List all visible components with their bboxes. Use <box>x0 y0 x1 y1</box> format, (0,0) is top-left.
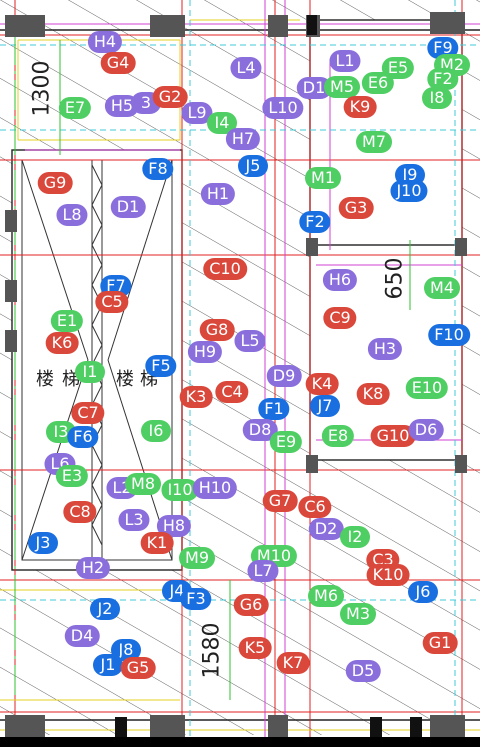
dimension-1300: 1300 <box>29 60 55 117</box>
marker-g6[interactable]: G6 <box>233 594 269 616</box>
marker-h6[interactable]: H6 <box>322 269 358 291</box>
marker-k3[interactable]: K3 <box>179 386 213 408</box>
marker-k9[interactable]: K9 <box>343 96 377 118</box>
marker-j1[interactable]: J1 <box>93 654 123 676</box>
marker-c9[interactable]: C9 <box>323 307 357 329</box>
stair-label: 楼 <box>36 369 54 390</box>
marker-f5[interactable]: F5 <box>145 355 177 377</box>
marker-g2[interactable]: G2 <box>152 86 188 108</box>
marker-f2[interactable]: F2 <box>427 68 459 90</box>
marker-h9[interactable]: H9 <box>187 341 223 363</box>
marker-k10[interactable]: K10 <box>366 564 410 586</box>
marker-m3[interactable]: M3 <box>340 603 376 625</box>
marker-m7[interactable]: M7 <box>356 131 392 153</box>
marker-j6[interactable]: J6 <box>408 581 438 603</box>
marker-l1[interactable]: L1 <box>329 50 361 72</box>
marker-e7[interactable]: E7 <box>58 97 92 119</box>
marker-m8[interactable]: M8 <box>125 473 161 495</box>
marker-l5[interactable]: L5 <box>234 330 266 352</box>
marker-c6[interactable]: C6 <box>298 496 332 518</box>
marker-d6[interactable]: D6 <box>408 419 444 441</box>
marker-h2[interactable]: H2 <box>75 557 111 579</box>
marker-i10[interactable]: I10 <box>161 479 199 501</box>
marker-e10[interactable]: E10 <box>405 377 449 399</box>
marker-l3[interactable]: L3 <box>118 509 150 531</box>
marker-l7[interactable]: L7 <box>247 560 279 582</box>
marker-i4[interactable]: I4 <box>207 112 237 134</box>
marker-h10[interactable]: H10 <box>192 477 238 499</box>
marker-h1[interactable]: H1 <box>200 183 236 205</box>
marker-g10[interactable]: G10 <box>370 425 416 447</box>
marker-m9[interactable]: M9 <box>179 547 215 569</box>
marker-j7[interactable]: J7 <box>310 395 340 417</box>
marker-d9[interactable]: D9 <box>266 365 302 387</box>
marker-f9[interactable]: F9 <box>427 37 459 59</box>
marker-c4[interactable]: C4 <box>215 381 249 403</box>
door-markers <box>115 15 422 737</box>
marker-f1[interactable]: F1 <box>258 398 290 420</box>
marker-g5[interactable]: G5 <box>120 657 156 679</box>
stair-label: 楼 <box>116 369 134 390</box>
marker-g8[interactable]: G8 <box>199 319 235 341</box>
marker-i6[interactable]: I6 <box>141 420 171 442</box>
marker-l10[interactable]: L10 <box>262 97 304 119</box>
marker-h4[interactable]: H4 <box>87 31 123 53</box>
marker-d1[interactable]: D1 <box>110 196 146 218</box>
marker-d4[interactable]: D4 <box>64 625 100 647</box>
marker-f3[interactable]: F3 <box>180 588 212 610</box>
marker-h5[interactable]: H5 <box>104 95 140 117</box>
marker-k7[interactable]: K7 <box>276 652 310 674</box>
marker-m1[interactable]: M1 <box>305 167 341 189</box>
marker-l8[interactable]: L8 <box>56 204 88 226</box>
marker-d2[interactable]: D2 <box>308 518 344 540</box>
marker-i1[interactable]: I1 <box>75 361 105 383</box>
marker-c10[interactable]: C10 <box>203 258 247 280</box>
marker-e6[interactable]: E6 <box>361 72 395 94</box>
marker-j10[interactable]: J10 <box>390 180 428 202</box>
marker-j3[interactable]: J3 <box>28 532 58 554</box>
marker-e5[interactable]: E5 <box>381 57 415 79</box>
marker-i8[interactable]: I8 <box>422 87 452 109</box>
marker-c7[interactable]: C7 <box>71 402 105 424</box>
marker-i2[interactable]: I2 <box>340 526 370 548</box>
marker-g9[interactable]: G9 <box>37 172 73 194</box>
dimension-650: 650 <box>382 257 408 300</box>
marker-d5[interactable]: D5 <box>345 660 381 682</box>
marker-g1[interactable]: G1 <box>422 632 458 654</box>
bottom-border <box>0 737 480 747</box>
marker-h8[interactable]: H8 <box>156 515 192 537</box>
marker-k6[interactable]: K6 <box>45 332 79 354</box>
marker-e3[interactable]: E3 <box>55 465 89 487</box>
marker-m6[interactable]: M6 <box>308 585 344 607</box>
marker-f8[interactable]: F8 <box>142 158 174 180</box>
marker-j5[interactable]: J5 <box>238 155 268 177</box>
marker-l4[interactable]: L4 <box>230 57 262 79</box>
marker-g7[interactable]: G7 <box>262 490 298 512</box>
marker-d1[interactable]: D1 <box>296 77 332 99</box>
marker-m5[interactable]: M5 <box>324 76 360 98</box>
marker-e1[interactable]: E1 <box>50 310 84 332</box>
marker-c8[interactable]: C8 <box>63 501 97 523</box>
marker-f2[interactable]: F2 <box>299 211 331 233</box>
dimension-1580: 1580 <box>199 622 225 679</box>
marker-k1[interactable]: K1 <box>140 532 174 554</box>
marker-h3[interactable]: H3 <box>367 338 403 360</box>
marker-d8[interactable]: D8 <box>242 419 278 441</box>
marker-f6[interactable]: F6 <box>67 426 99 448</box>
marker-c5[interactable]: C5 <box>95 291 129 313</box>
marker-l9[interactable]: L9 <box>181 102 213 124</box>
marker-k8[interactable]: K8 <box>356 383 390 405</box>
marker-k5[interactable]: K5 <box>238 637 272 659</box>
marker-e8[interactable]: E8 <box>321 425 355 447</box>
marker-h7[interactable]: H7 <box>225 128 261 150</box>
marker-e9[interactable]: E9 <box>269 431 303 453</box>
marker-g4[interactable]: G4 <box>100 52 136 74</box>
marker-g3[interactable]: G3 <box>338 197 374 219</box>
marker-k4[interactable]: K4 <box>305 373 339 395</box>
marker-m4[interactable]: M4 <box>424 277 460 299</box>
marker-j2[interactable]: J2 <box>90 598 120 620</box>
marker-f10[interactable]: F10 <box>428 324 470 346</box>
